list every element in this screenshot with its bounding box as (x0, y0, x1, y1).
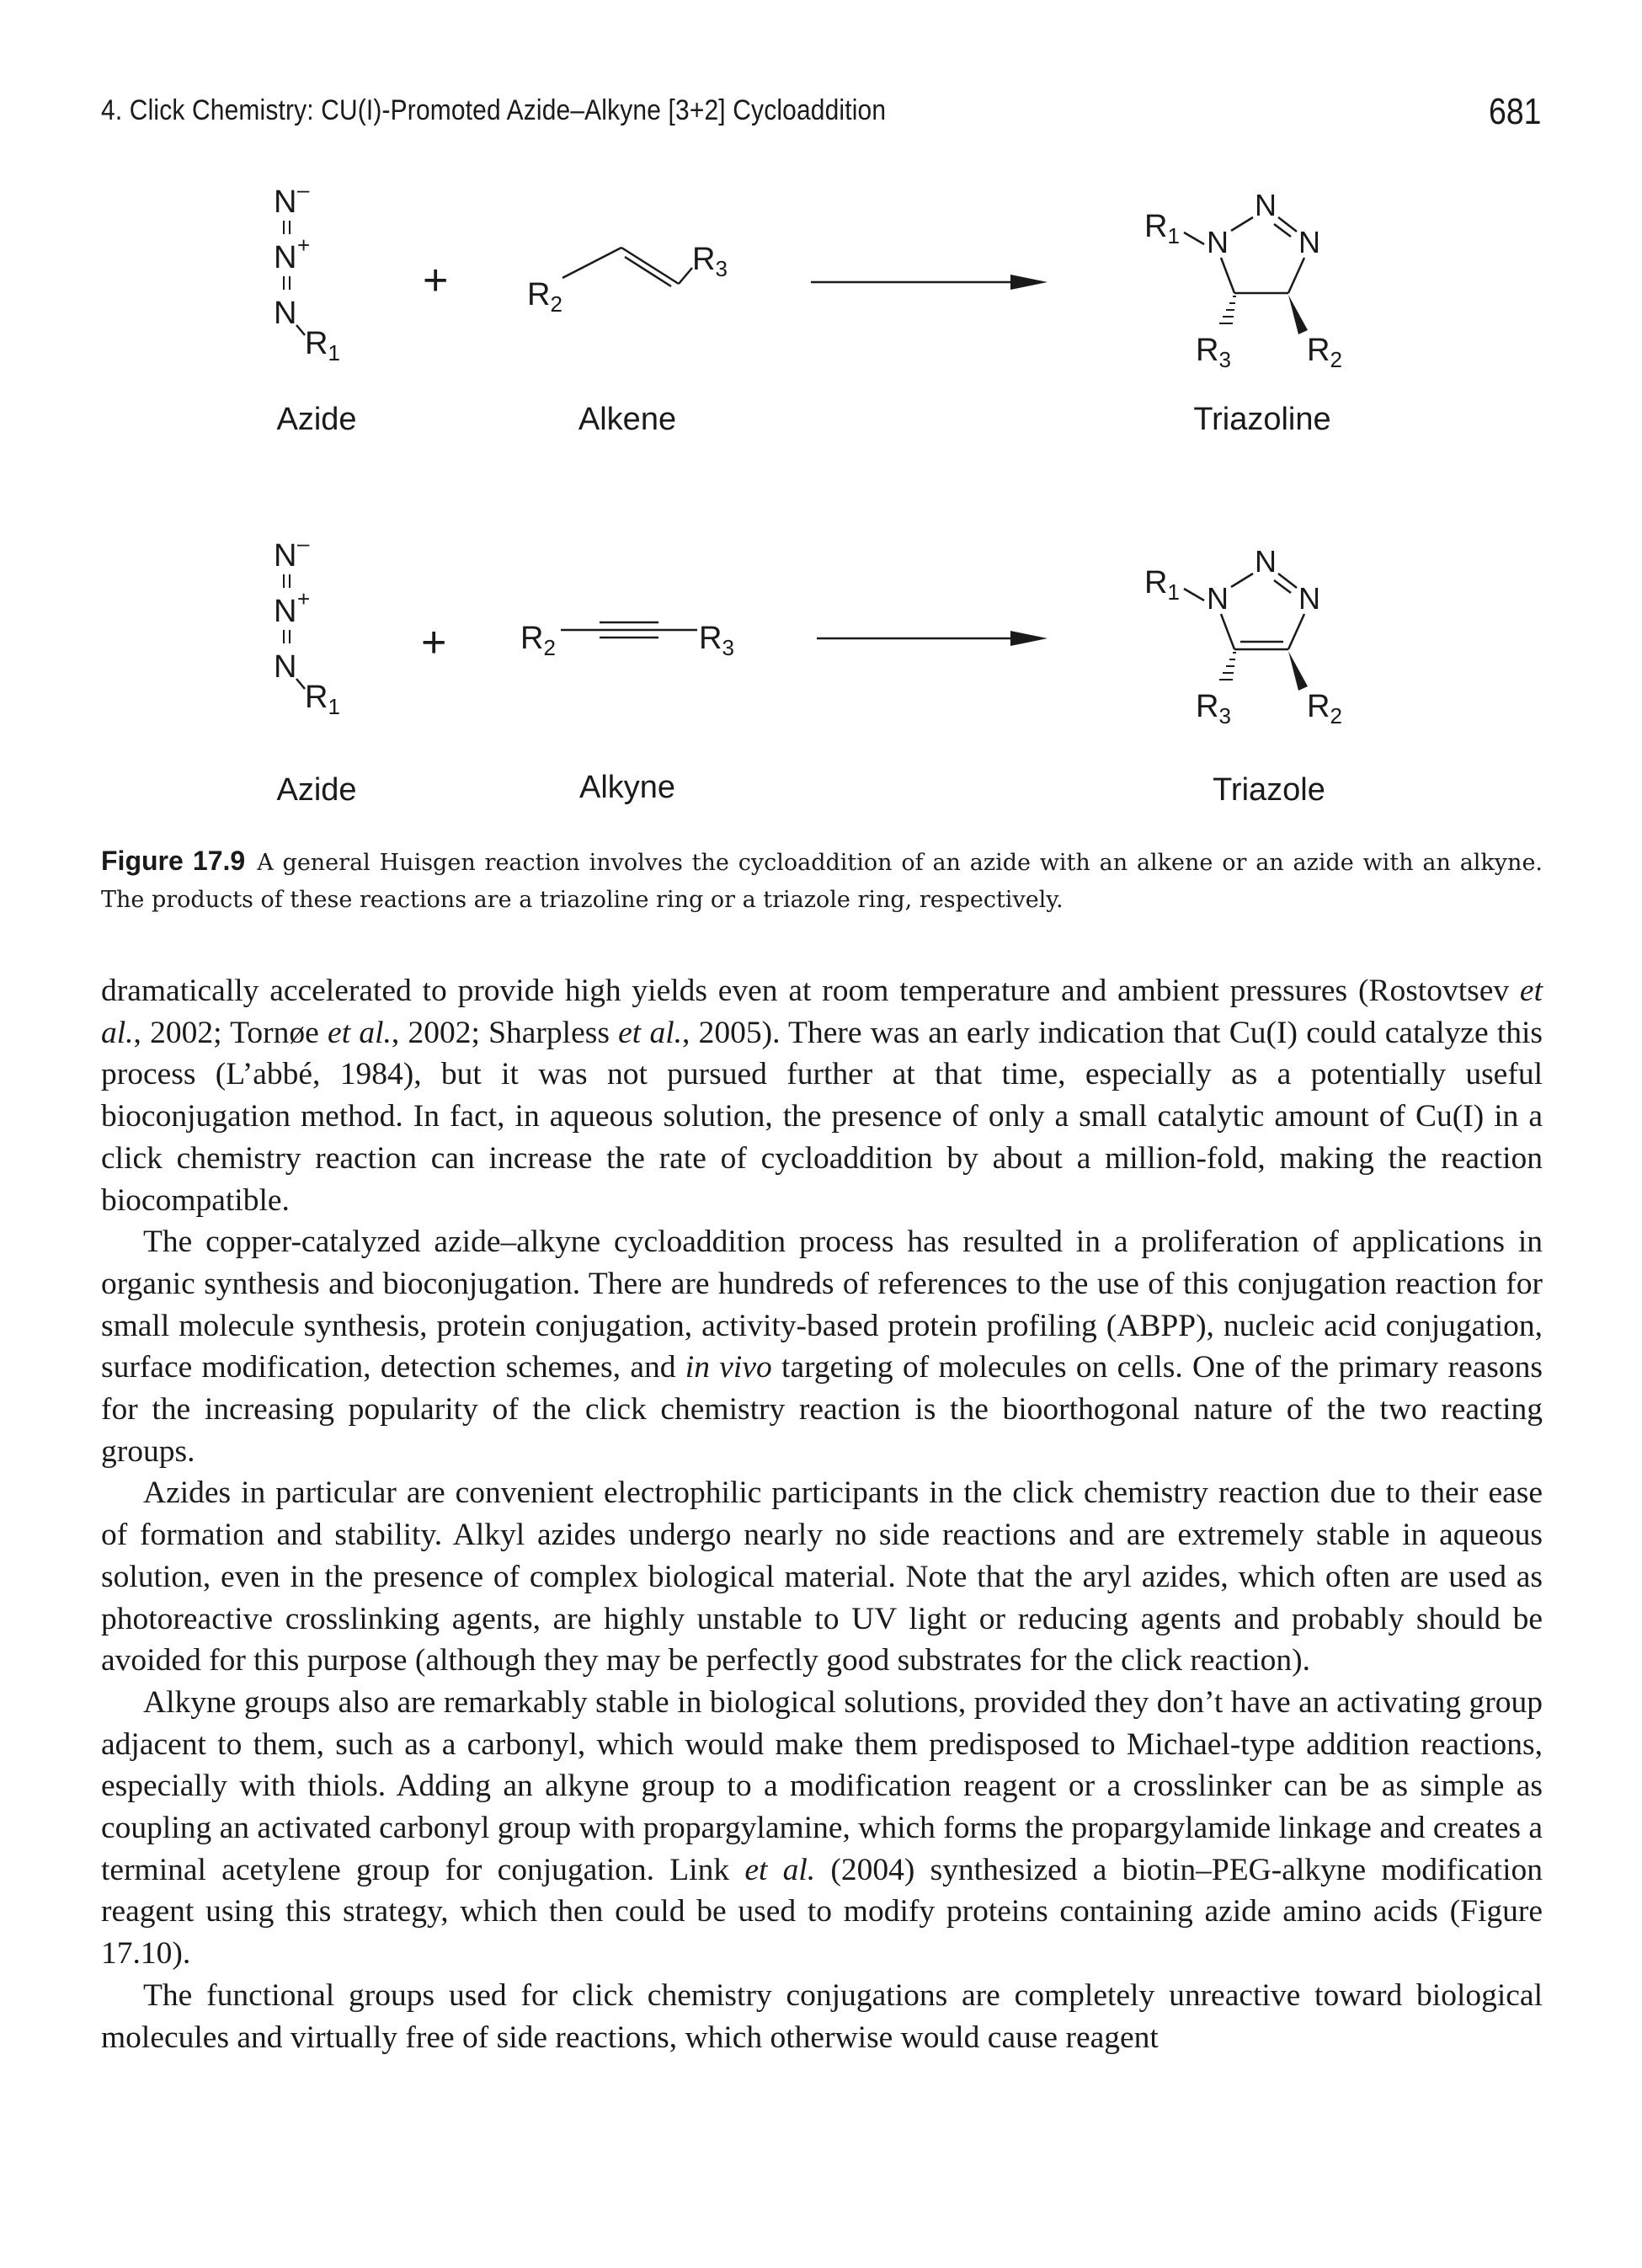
group-r1: R1 (1144, 565, 1180, 605)
atom-n-alkyl: N (274, 649, 296, 685)
triazoline-structure: R1 N N N R3 R2 (1144, 188, 1342, 372)
group-r1: R1 (305, 326, 340, 366)
atom-n-central: N (274, 240, 296, 275)
hashed-wedge-bond (1219, 296, 1236, 324)
ring-n3: N (1298, 225, 1320, 259)
label-alkene: Alkene (578, 402, 676, 437)
text-run: , 2002; Sharpless (391, 1015, 619, 1050)
charge-minus: – (297, 177, 310, 202)
reaction-arrow-row2 (817, 631, 1048, 646)
group-r3: R3 (699, 621, 734, 660)
group-r2: R2 (527, 277, 562, 317)
citation-et-al: et al. (744, 1852, 816, 1887)
azide-structure-row2: N – N + N R1 (274, 531, 340, 719)
page-number: 681 (1488, 91, 1541, 132)
reaction-scheme-figure: N – N + N R1 + R2 R3 (0, 0, 1642, 842)
hashed-wedge-bond (1219, 652, 1236, 680)
bond (1287, 613, 1306, 650)
ring-n3: N (1298, 581, 1320, 616)
figure-label: Figure 17.9 (101, 846, 246, 876)
text-run: (2004) synthesized a biotin–PEG-alkyne m… (101, 1852, 1543, 1972)
group-r1: R1 (1144, 209, 1180, 248)
plus-sign: + (421, 618, 446, 667)
running-title: 4. Click Chemistry: CU(I)-Promoted Azide… (101, 94, 887, 126)
text-run: The copper-catalyzed azide–alkyne cycloa… (101, 1225, 1543, 1385)
charge-plus: + (297, 232, 310, 258)
atom-n-terminal: N (274, 184, 296, 220)
atom-n-terminal: N (274, 538, 296, 574)
body-text: dramatically accelerated to provide high… (101, 970, 1543, 2058)
paragraph-1: dramatically accelerated to provide high… (101, 970, 1543, 1221)
bond (1230, 216, 1254, 232)
bond (1183, 231, 1205, 246)
bond (678, 267, 693, 285)
atom-n-central: N (274, 594, 296, 629)
solid-wedge-bond (1288, 295, 1308, 334)
label-azide-row1: Azide (276, 402, 356, 437)
bond (1287, 257, 1306, 294)
citation-et-al: et al. (328, 1015, 392, 1050)
group-r3: R3 (1196, 689, 1231, 728)
bond-double-outer (621, 246, 680, 286)
solid-wedge-bond (1288, 651, 1308, 691)
text-run: , 2005). There was an early indication t… (101, 1015, 1543, 1218)
paragraph-3: Azides in particular are convenient elec… (101, 1476, 1543, 1678)
charge-minus: – (297, 531, 310, 556)
bond-double-outer (1277, 573, 1298, 589)
bond-double-inner (1273, 579, 1292, 594)
reaction-scheme-svg: N – N + N R1 + R2 R3 (274, 177, 1342, 808)
alkene-structure: R2 R3 (527, 242, 728, 317)
bond (562, 246, 622, 280)
group-r1: R1 (305, 680, 340, 719)
text-run: Alkyne groups also are remarkably stable… (101, 1684, 1543, 1887)
running-header: 4. Click Chemistry: CU(I)-Promoted Azide… (101, 91, 1541, 141)
label-azide-row2: Azide (276, 772, 356, 808)
plus-sign: + (423, 256, 448, 305)
group-r3: R3 (692, 242, 728, 281)
group-r3: R3 (1196, 333, 1231, 372)
ring-n1: N (1207, 581, 1229, 616)
group-r2: R2 (1307, 689, 1342, 728)
text-run: dramatically accelerated to provide high… (101, 974, 1520, 1008)
ring-n2: N (1255, 188, 1277, 222)
triazole-structure: R1 N N N R3 (1144, 544, 1342, 728)
bond-double-outer (1277, 216, 1298, 232)
figure-caption-text: A general Huisgen reaction involves the … (101, 850, 1543, 913)
label-triazoline: Triazoline (1193, 402, 1330, 437)
ring-n2: N (1255, 544, 1277, 579)
bond (1219, 613, 1236, 650)
atom-n-alkyl: N (274, 296, 296, 331)
group-r2: R2 (520, 621, 556, 660)
italic-term: in vivo (685, 1350, 772, 1385)
citation-et-al: et al. (101, 974, 1543, 1050)
paragraph-2: The copper-catalyzed azide–alkyne cycloa… (101, 1221, 1543, 1472)
paragraph-5: The functional groups used for click che… (101, 1977, 1543, 2055)
azide-structure-row1: N – N + N R1 (274, 177, 340, 366)
bond (1230, 572, 1254, 589)
text-run: , 2002; Tornøe (133, 1015, 328, 1050)
charge-plus: + (297, 586, 310, 611)
bond-double-inner (624, 255, 672, 288)
citation-et-al: et al. (618, 1015, 683, 1050)
bond (1219, 257, 1236, 294)
bond-n-r1 (296, 324, 306, 336)
reaction-arrow-row1 (811, 275, 1048, 290)
bond-n-r1 (296, 678, 306, 690)
group-r2: R2 (1307, 333, 1342, 372)
text-run: targeting of molecules on cells. One of … (101, 1350, 1543, 1469)
bond (1183, 587, 1205, 602)
alkyne-structure: R2 R3 (520, 621, 734, 660)
ring-n1: N (1207, 225, 1229, 259)
label-alkyne: Alkyne (579, 770, 675, 805)
paragraph-4: Alkyne groups also are remarkably stable… (101, 1682, 1543, 1975)
label-triazole: Triazole (1213, 772, 1325, 808)
bond-double-inner (1273, 223, 1292, 237)
